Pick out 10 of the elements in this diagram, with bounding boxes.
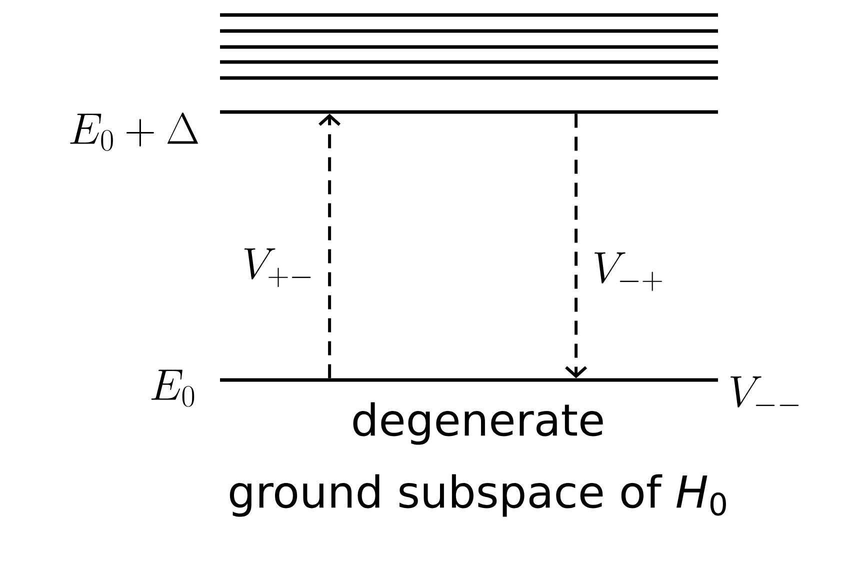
edge-label: $V_{-+}$ xyxy=(594,252,662,292)
level-label: $E_0 + \Delta$ xyxy=(70,112,198,151)
dashed-arrow xyxy=(318,114,341,378)
level-label: $E_0$ xyxy=(151,370,194,407)
dashed-arrow xyxy=(565,114,588,378)
energy-level xyxy=(220,110,718,114)
edge-label: $V_{+-}$ xyxy=(244,248,311,288)
caption-text: degenerate ground subspace of H$_{0}$ xyxy=(230,402,726,517)
level-label: $V_{--}$ xyxy=(730,376,799,408)
energy-level xyxy=(220,378,718,382)
